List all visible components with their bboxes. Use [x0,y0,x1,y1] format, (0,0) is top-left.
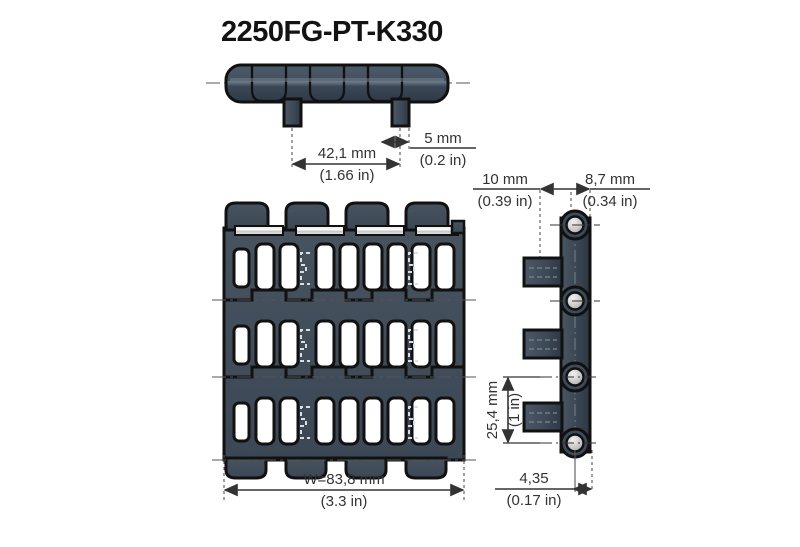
rod-rail-2 [295,225,345,236]
dimlabel-pitch-imperial: (1.66 in) [319,167,374,184]
slot [278,319,300,369]
dimlabel-rowheight-metric: 25,4 mm [484,381,501,439]
edge-view-tabs [282,97,411,128]
dimension-group-side-top: 10 mm (0.39 in) 8,7 mm (0.34 in) [473,171,650,282]
slot [232,401,251,443]
dimension-group-width: W=83,8 mm (3.3 in) [223,455,465,510]
slot [314,396,336,446]
plan-hinge-band-2 [212,365,476,379]
dimlabel-thickness-imperial: (0.34 in) [582,193,637,210]
slot [386,242,408,292]
dimlabel-flightoffset-metric: 10 mm [482,171,528,188]
plan-rod-rails [234,219,466,236]
page-title: 2250FG-PT-K330 [0,16,800,49]
flight-2 [522,328,564,360]
hidden-detail [408,329,418,362]
dimlabel-beltwidth-metric: W=83,8 mm [303,471,384,488]
dimlabel-tabwidth-metric: 5 mm [424,130,462,147]
side-hinge-eyes [540,209,600,459]
rod-rail-1 [234,225,284,236]
edge-view-bar [224,63,450,104]
dimension-group-top: 42,1 mm (1.66 in) 5 mm (0.2 in) [291,128,476,184]
slot [232,247,251,289]
top-edge-view [206,63,472,128]
flight-1 [522,256,564,288]
dimlabel-pitch-metric: 42,1 mm [318,145,376,162]
slot [434,242,456,292]
slot [314,319,336,369]
dimlabel-flightoffset-imperial: (0.39 in) [477,193,532,210]
dimlabel-tabwidth-imperial: (0.2 in) [420,152,467,169]
tab-right [390,97,411,128]
slot [386,396,408,446]
part-number-label: 2250FG-PT-K330 [221,16,443,48]
plan-bottom-knuckles [212,456,476,480]
side-view [522,209,600,459]
plan-slot-row-1 [232,242,456,292]
slot [278,242,300,292]
slot [254,319,276,369]
edge-nub [450,219,466,235]
hidden-detail [408,252,418,285]
bar-highlight [230,78,444,82]
dimlabel-beltwidth-imperial: (3.3 in) [321,493,368,510]
slot [314,242,336,292]
slot [362,396,384,446]
dimlabel-edgeoffset-imperial: (0.17 in) [506,492,561,509]
slot [338,319,360,369]
dimension-group-rowheight: 25,4 mm (1 in) [484,376,540,444]
slot [434,319,456,369]
tab-left [282,97,303,128]
dimlabel-thickness-metric: 8,7 mm [585,171,635,188]
slot [254,242,276,292]
side-flights [522,256,564,433]
slot [362,319,384,369]
slot [410,396,432,446]
dimlabel-edgeoffset-metric: 4,35 [519,470,548,487]
slot [278,396,300,446]
dimension-group-edgeoffset: 4,35 (0.17 in) [495,450,593,509]
plan-slot-row-3 [232,396,456,446]
hidden-detail [300,406,310,439]
slot [434,396,456,446]
slot [410,319,432,369]
hidden-detail [300,252,310,285]
plan-view [212,201,476,480]
slot [254,396,276,446]
plan-slot-row-2 [232,319,456,369]
slot [232,324,251,366]
slot [386,319,408,369]
slot [338,242,360,292]
slot [362,242,384,292]
hidden-detail [408,406,418,439]
dimlabel-rowheight-imperial: (1 in) [506,393,523,427]
flight-3 [522,401,564,433]
plan-hinge-band-1 [212,288,476,302]
hidden-detail [300,329,310,362]
rod-rail-3 [355,225,405,236]
slot [410,242,432,292]
slot [338,396,360,446]
